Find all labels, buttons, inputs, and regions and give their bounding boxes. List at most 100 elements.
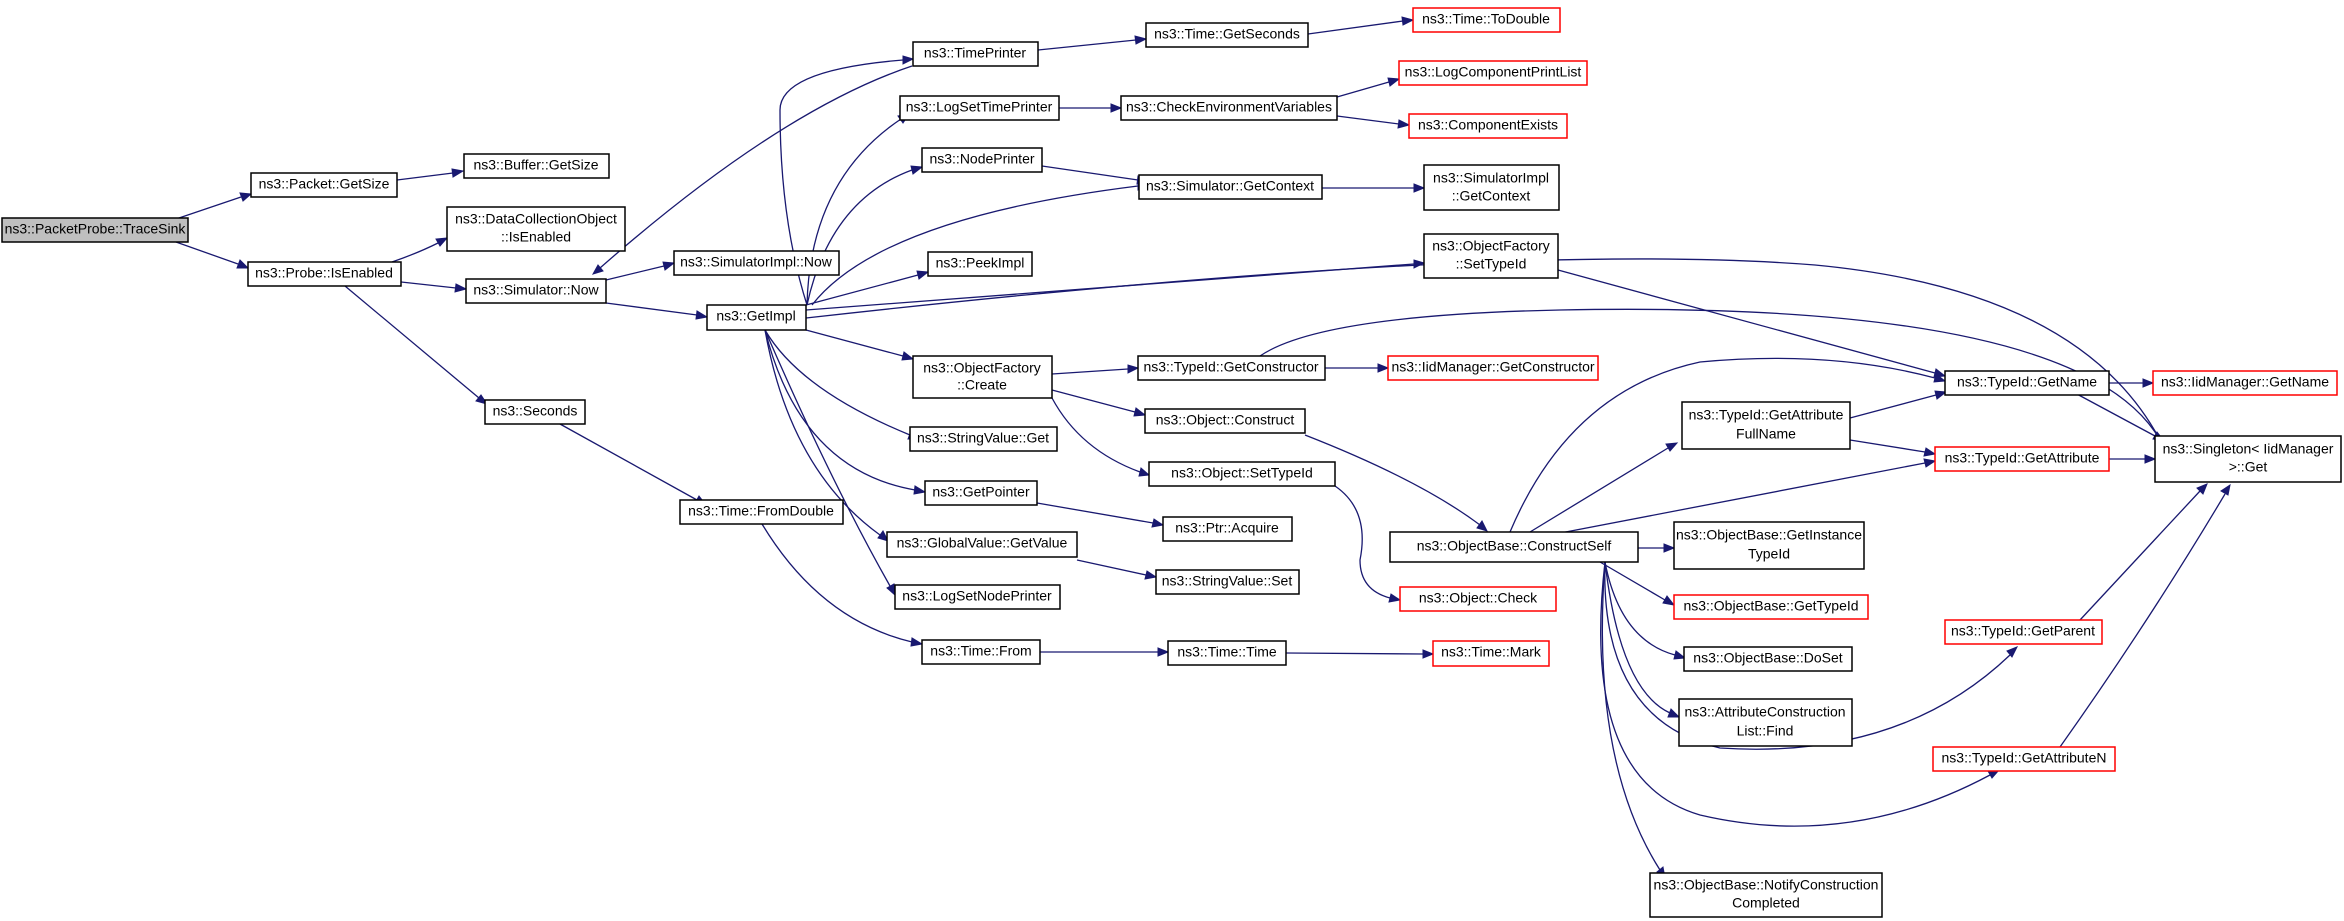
node-label: ns3::ObjectBase::ConstructSelf bbox=[1417, 538, 1612, 554]
edge-constructself-typeid-getparent bbox=[1604, 561, 2011, 750]
node-peekimpl[interactable]: ns3::PeekImpl bbox=[927, 251, 1033, 277]
node-checkenvironmentvariables[interactable]: ns3::CheckEnvironmentVariables bbox=[1120, 95, 1338, 121]
node-typeid-getattributen[interactable]: ns3::TypeId::GetAttributeN bbox=[1932, 746, 2116, 772]
node-iidmanager-getname[interactable]: ns3::IidManager::GetName bbox=[2152, 370, 2338, 396]
node-simulatorimpl-now[interactable]: ns3::SimulatorImpl::Now bbox=[673, 250, 840, 276]
node-iidmanager-getconstructor[interactable]: ns3::IidManager::GetConstructor bbox=[1387, 355, 1599, 381]
node-typeid-getattributefullname[interactable]: ns3::TypeId::GetAttribute FullName bbox=[1681, 401, 1851, 450]
edge-arrowhead bbox=[1138, 467, 1151, 477]
node-label: ns3::Time::Time bbox=[1177, 644, 1277, 660]
edge-constructself-objectbase-gettypeid bbox=[1599, 561, 1666, 601]
edge-arrowhead bbox=[1667, 708, 1681, 718]
node-label: ns3::Packet::GetSize bbox=[259, 176, 390, 192]
node-objectfactory-settypeid[interactable]: ns3::ObjectFactory ::SetTypeId bbox=[1423, 233, 1559, 279]
edge-simulator-now-simulatorimpl-now bbox=[605, 265, 665, 281]
edge-checkenvironmentvariables-componentexists bbox=[1336, 115, 1400, 125]
node-typeid-getparent[interactable]: ns3::TypeId::GetParent bbox=[1944, 619, 2103, 645]
node-buffer-getsize[interactable]: ns3::Buffer::GetSize bbox=[463, 153, 610, 179]
edge-arrowhead bbox=[916, 270, 930, 280]
edge-constructself-attributeconstructionlist-find bbox=[1604, 561, 1671, 714]
node-simulatorimpl-getcontext[interactable]: ns3::SimulatorImpl ::GetContext bbox=[1423, 164, 1560, 211]
node-object-construct[interactable]: ns3::Object::Construct bbox=[1144, 408, 1306, 434]
node-label: ns3::ObjectBase::GetTypeId bbox=[1683, 598, 1858, 614]
edge-arrowhead bbox=[1413, 259, 1426, 269]
node-label: ns3::GetPointer bbox=[932, 484, 1030, 500]
node-attributeconstructionlist-find[interactable]: ns3::AttributeConstruction List::Find bbox=[1678, 698, 1853, 747]
edge-arrowhead bbox=[1923, 447, 1937, 457]
node-label: ns3::Time::GetSeconds bbox=[1154, 26, 1300, 42]
edge-getimpl-objectfactory-create bbox=[805, 329, 904, 357]
node-time-mark[interactable]: ns3::Time::Mark bbox=[1432, 640, 1550, 667]
node-seconds[interactable]: ns3::Seconds bbox=[484, 399, 586, 425]
node-label: ns3::LogComponentPrintList bbox=[1405, 64, 1582, 80]
node-getimpl[interactable]: ns3::GetImpl bbox=[706, 304, 807, 331]
node-probe-isenabled[interactable]: ns3::Probe::IsEnabled bbox=[247, 261, 402, 287]
node-label: ns3::Object::SetTypeId bbox=[1171, 465, 1313, 481]
node-objectfactory-create[interactable]: ns3::ObjectFactory ::Create bbox=[912, 355, 1053, 399]
node-packet-getsize[interactable]: ns3::Packet::GetSize bbox=[250, 172, 398, 198]
node-label: ns3::Time::Mark bbox=[1441, 644, 1542, 660]
node-simulator-getcontext[interactable]: ns3::Simulator::GetContext bbox=[1138, 174, 1323, 200]
node-time-todouble[interactable]: ns3::Time::ToDouble bbox=[1412, 7, 1561, 33]
node-label: ns3::TypeId::GetAttribute bbox=[1689, 407, 1844, 423]
edge-arrowhead bbox=[2196, 483, 2208, 495]
node-typeid-getname[interactable]: ns3::TypeId::GetName bbox=[1944, 370, 2110, 396]
edge-timeprinter-time-getseconds bbox=[1037, 39, 1137, 51]
node-label: ns3::ObjectBase::DoSet bbox=[1693, 650, 1843, 666]
node-globalvalue-getvalue[interactable]: ns3::GlobalValue::GetValue bbox=[886, 531, 1078, 558]
node-object-check[interactable]: ns3::Object::Check bbox=[1399, 586, 1557, 612]
node-ptr-acquire[interactable]: ns3::Ptr::Acquire bbox=[1162, 516, 1293, 542]
edge-timeprinter-simulator-now bbox=[599, 65, 913, 269]
edge-arrowhead bbox=[2142, 378, 2155, 388]
node-getpointer[interactable]: ns3::GetPointer bbox=[924, 480, 1038, 506]
edge-arrowhead bbox=[1662, 595, 1676, 606]
edge-arrowhead bbox=[695, 310, 709, 320]
node-objectbase-gettypeid[interactable]: ns3::ObjectBase::GetTypeId bbox=[1673, 594, 1869, 620]
edge-objectfactory-create-object-construct bbox=[1051, 389, 1136, 413]
node-time-fromdouble[interactable]: ns3::Time::FromDouble bbox=[679, 499, 844, 525]
node-simulator-now[interactable]: ns3::Simulator::Now bbox=[465, 278, 607, 304]
node-label: ns3::Ptr::Acquire bbox=[1175, 520, 1279, 536]
node-objectbase-doset[interactable]: ns3::ObjectBase::DoSet bbox=[1683, 646, 1853, 672]
node-objectbase-constructself[interactable]: ns3::ObjectBase::ConstructSelf bbox=[1389, 531, 1639, 563]
node-packetprobe-tracesink[interactable]: ns3::PacketProbe::TraceSink bbox=[1, 217, 189, 243]
edge-typeid-getparent-singleton-get bbox=[2079, 490, 2201, 621]
node-typeid-getconstructor[interactable]: ns3::TypeId::GetConstructor bbox=[1137, 355, 1326, 381]
node-label: ns3::Buffer::GetSize bbox=[473, 157, 598, 173]
node-label: ns3::Seconds bbox=[493, 403, 578, 419]
edge-arrowhead bbox=[1422, 649, 1435, 659]
node-label: ns3::ObjectFactory bbox=[1432, 238, 1550, 254]
node-datacollectionobject-isenabled[interactable]: ns3::DataCollectionObject ::IsEnabled bbox=[446, 206, 626, 252]
edge-simulator-now-getimpl bbox=[605, 302, 698, 316]
node-nodeprinter[interactable]: ns3::NodePrinter bbox=[921, 147, 1043, 173]
edge-arrowhead bbox=[1144, 570, 1158, 580]
edge-getattributefullname-typeid-getname bbox=[1849, 394, 1937, 419]
edge-getimpl-nodeprinter bbox=[806, 169, 913, 306]
node-object-settypeid[interactable]: ns3::Object::SetTypeId bbox=[1148, 461, 1336, 487]
edge-arrowhead bbox=[236, 259, 250, 269]
node-label: ns3::TimePrinter bbox=[924, 45, 1027, 61]
node-time-getseconds[interactable]: ns3::Time::GetSeconds bbox=[1145, 22, 1309, 48]
edge-arrowhead bbox=[1413, 183, 1426, 193]
edge-arrowhead bbox=[901, 351, 915, 361]
node-componentexists[interactable]: ns3::ComponentExists bbox=[1408, 113, 1568, 139]
node-logsettimeprinter[interactable]: ns3::LogSetTimePrinter bbox=[899, 95, 1060, 121]
node-logsetnodeprinter[interactable]: ns3::LogSetNodePrinter bbox=[894, 584, 1061, 610]
node-stringvalue-get[interactable]: ns3::StringValue::Get bbox=[909, 426, 1058, 452]
node-singleton-iidmanager-get[interactable]: ns3::Singleton< IidManager >::Get bbox=[2154, 435, 2342, 483]
node-objectbase-getinstancetypeid[interactable]: ns3::ObjectBase::GetInstance TypeId bbox=[1673, 521, 1865, 570]
node-typeid-getattribute[interactable]: ns3::TypeId::GetAttribute bbox=[1934, 446, 2110, 472]
node-time-from[interactable]: ns3::Time::From bbox=[921, 639, 1041, 665]
node-label-line-2: ::SetTypeId bbox=[1456, 256, 1527, 272]
node-stringvalue-set[interactable]: ns3::StringValue::Set bbox=[1155, 569, 1300, 595]
node-label: ns3::AttributeConstruction bbox=[1684, 704, 1845, 720]
node-label: ns3::PeekImpl bbox=[936, 255, 1025, 271]
node-objectbase-notifyconstructioncompleted[interactable]: ns3::ObjectBase::NotifyConstruction Comp… bbox=[1649, 872, 1883, 918]
node-logcomponentprintlist[interactable]: ns3::LogComponentPrintList bbox=[1398, 60, 1588, 86]
node-timeprinter[interactable]: ns3::TimePrinter bbox=[912, 41, 1039, 67]
node-label-line-2: ::GetContext bbox=[1452, 188, 1531, 204]
node-time-time[interactable]: ns3::Time::Time bbox=[1167, 640, 1287, 666]
edge-arrowhead bbox=[2220, 483, 2231, 496]
node-label: ns3::Time::FromDouble bbox=[688, 503, 834, 519]
